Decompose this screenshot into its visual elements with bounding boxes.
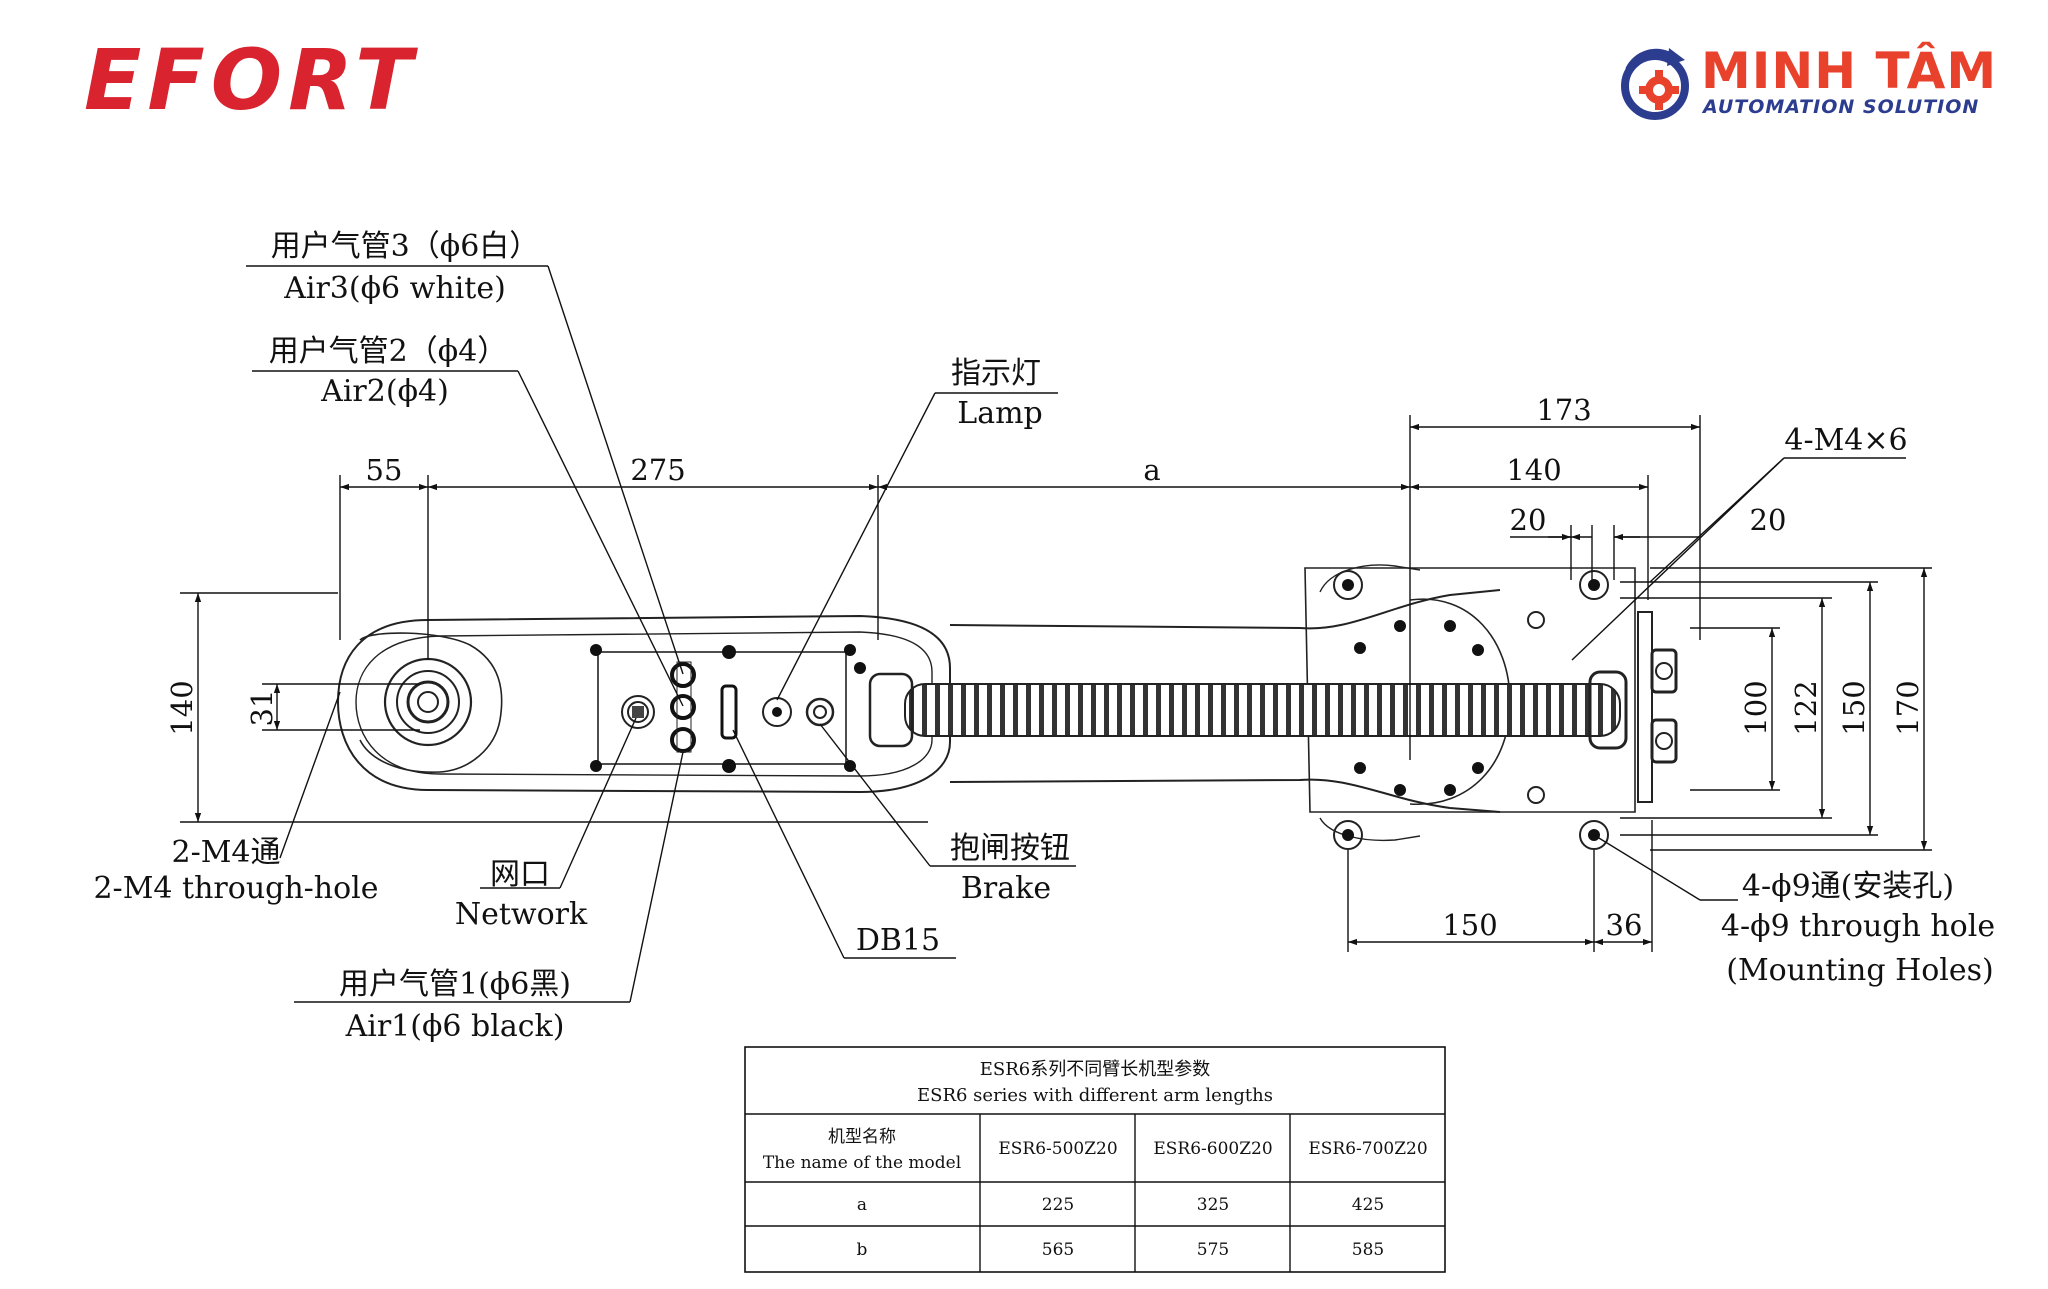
label-mount-en2: (Mounting Holes) [1726, 953, 1994, 988]
dim-140-top: 140 [1506, 453, 1561, 487]
minh-tam-tagline: AUTOMATION SOLUTION [1703, 96, 1980, 118]
label-air3-cn: 用户气管3（ϕ6白） [271, 229, 540, 264]
label-air2-en: Air2(ϕ4) [320, 374, 449, 409]
label-brake-en: Brake [961, 871, 1051, 906]
table-title-cn: ESR6系列不同臂长机型参数 [980, 1059, 1210, 1080]
leader-lines [246, 265, 1906, 1003]
label-air2-cn: 用户气管2（ϕ4） [269, 334, 508, 369]
dim-140-left: 140 [165, 680, 199, 735]
dim-a: a [1143, 453, 1160, 487]
table-row-label: b [857, 1240, 868, 1260]
table-cell: 425 [1352, 1195, 1384, 1215]
dim-150-h: 150 [1442, 908, 1497, 942]
label-air1-cn: 用户气管1(ϕ6黑) [339, 967, 571, 1002]
label-m4-cn: 2-M4通 [171, 835, 280, 870]
dim-173: 173 [1536, 393, 1591, 427]
table-title-en: ESR6 series with different arm lengths [917, 1085, 1273, 1106]
label-air3-en: Air3(ϕ6 white) [283, 271, 506, 306]
label-air1-en: Air1(ϕ6 black) [345, 1009, 565, 1044]
connector-panel [590, 644, 866, 773]
table-cell: 325 [1197, 1195, 1229, 1215]
table-cell: 565 [1042, 1240, 1074, 1260]
label-m4x6: 4-M4×6 [1784, 423, 1907, 458]
dim-20-left: 20 [1510, 503, 1547, 537]
table-col-header: ESR6-700Z20 [1308, 1139, 1427, 1159]
base-plate [1333, 570, 1678, 850]
dim-122: 122 [1789, 680, 1823, 735]
dimension-lines [180, 415, 1932, 952]
table-header-en: The name of the model [763, 1153, 961, 1173]
efort-logo: EFORT [84, 31, 419, 129]
dimension-labels: 55 275 a 173 140 20 20 140 31 100 122 15… [165, 393, 1925, 942]
table-col-header: ESR6-500Z20 [998, 1139, 1117, 1159]
dim-36: 36 [1606, 908, 1643, 942]
label-mount-en: 4-ϕ9 through hole [1721, 909, 1995, 944]
gear-logo-icon [1621, 48, 1689, 120]
label-mount-cn: 4-ϕ9通(安装孔) [1742, 869, 1954, 904]
cable-hose [868, 670, 1628, 750]
dim-55: 55 [366, 453, 403, 487]
dim-31: 31 [245, 690, 279, 727]
label-m4-en: 2-M4 through-hole [93, 871, 378, 906]
dim-170: 170 [1891, 680, 1925, 735]
table-col-header: ESR6-600Z20 [1153, 1139, 1272, 1159]
dim-100: 100 [1739, 680, 1773, 735]
dim-150-v: 150 [1837, 680, 1871, 735]
table-cell: 575 [1197, 1240, 1229, 1260]
minh-tam-logo: MINH TÂM AUTOMATION SOLUTION [1615, 40, 2015, 130]
dim-275: 275 [630, 453, 685, 487]
z-shaft [359, 632, 503, 773]
label-lamp-en: Lamp [957, 396, 1042, 431]
label-network-en: Network [455, 897, 588, 932]
label-lamp-cn: 指示灯 [951, 356, 1041, 391]
model-parameter-table: ESR6系列不同臂长机型参数 ESR6 series with differen… [744, 1046, 1446, 1273]
table-cell: 585 [1352, 1240, 1384, 1260]
label-db15: DB15 [856, 923, 940, 958]
minh-tam-name: MINH TÂM [1701, 42, 1998, 100]
table-row-label: a [857, 1195, 867, 1215]
label-brake-cn: 抱闸按钮 [950, 831, 1070, 866]
label-network-cn: 网口 [490, 857, 550, 892]
table-header-cn: 机型名称 [828, 1127, 896, 1147]
table-cell: 225 [1042, 1195, 1074, 1215]
callout-labels: 用户气管3（ϕ6白） Air3(ϕ6 white) 用户气管2（ϕ4） Air2… [93, 229, 1995, 1044]
dim-20-right: 20 [1750, 503, 1787, 537]
